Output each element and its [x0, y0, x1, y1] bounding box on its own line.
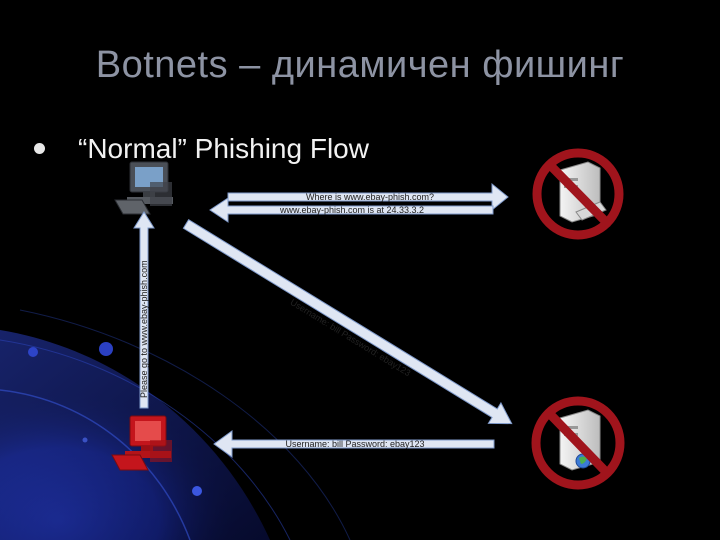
victim-computer-icon	[111, 415, 172, 471]
no-entry-icon	[531, 396, 625, 490]
arrow-dns-answer: www.ebay-phish.com is at 24.33.3.2	[209, 197, 494, 223]
user-computer-icon	[114, 161, 173, 215]
arrow-dns-answer-label: www.ebay-phish.com is at 24.33.3.2	[279, 205, 424, 215]
arrow-credentials-forwarded: Username: bill Password: ebay123	[213, 430, 495, 458]
arrow-credentials-forwarded-label: Username: bill Password: ebay123	[285, 439, 424, 449]
phishing-server-prohibited	[531, 396, 625, 490]
no-entry-icon	[532, 148, 624, 240]
bullet-text: “Normal” Phishing Flow	[78, 133, 369, 164]
bullet-dot	[34, 143, 45, 154]
arrow-credentials-sent-label: Username: bill Password: ebay123	[288, 297, 412, 378]
arrow-visit-link-label: Please go to www.ebay-phish.com	[139, 260, 149, 398]
arrow-dns-query: Where is www.ebay-phish.com?	[227, 182, 509, 212]
arrow-credentials-sent: Username: bill Password: ebay123	[182, 219, 513, 425]
slide-title: Botnets – динамичен фишинг	[95, 44, 625, 86]
dns-server-prohibited	[532, 148, 624, 240]
arrow-visit-link: Please go to www.ebay-phish.com	[133, 211, 155, 409]
arrow-dns-query-label: Where is www.ebay-phish.com?	[306, 192, 434, 202]
